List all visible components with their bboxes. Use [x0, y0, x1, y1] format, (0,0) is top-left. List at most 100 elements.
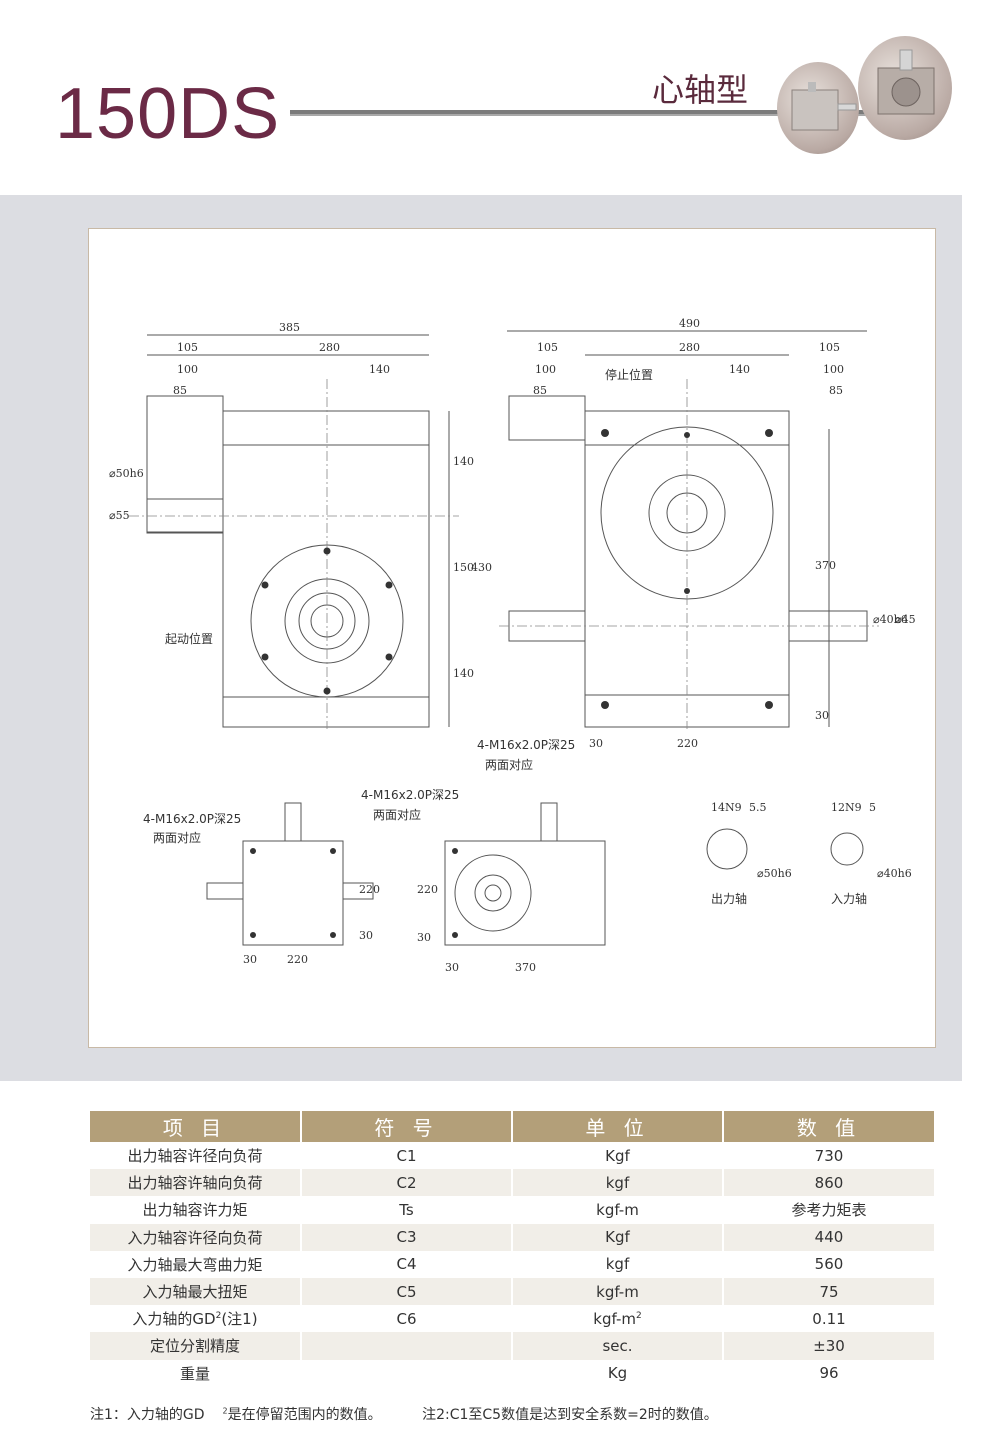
- cell-value: ±30: [723, 1332, 934, 1360]
- dim-100-c: 100: [823, 363, 844, 376]
- dim-key-5: 5: [869, 801, 876, 814]
- label-stop-position: 停止位置: [605, 367, 653, 382]
- dim-phi40h6: ⌀40h6: [873, 613, 908, 626]
- model-subtitle: 心轴型: [652, 71, 749, 109]
- header-symbol: 符 号: [301, 1111, 513, 1142]
- dim-85-a: 85: [173, 384, 187, 397]
- dim-key-14n9: 14N9: [711, 801, 742, 814]
- cell-item: 定位分割精度: [90, 1332, 302, 1360]
- dim-side-30: 30: [359, 929, 373, 942]
- dim-side-220-b: 220: [287, 953, 308, 966]
- cell-value: 96: [819, 1364, 839, 1383]
- cell-symbol: C5: [301, 1277, 513, 1306]
- dim-v140-b: 140: [453, 667, 474, 680]
- product-illustration: [791, 49, 935, 131]
- dim-phi55: ⌀55: [109, 509, 130, 522]
- dim-side-220: 220: [359, 883, 380, 896]
- footnote-1-suffix: 是在停留范围内的数值。: [227, 1407, 382, 1423]
- label-input-shaft: 入力轴: [831, 891, 867, 906]
- cell-value: 440: [723, 1223, 934, 1251]
- model-title: 150DS: [55, 74, 281, 154]
- table-row: 出力轴容许径向负荷 C1 Kgf 730: [90, 1142, 934, 1170]
- cell-item-sup: 2: [215, 1311, 222, 1322]
- cell-item: 出力轴容许力矩: [90, 1196, 302, 1224]
- table-row: 入力轴的GD2(注1) C6 kgf-m2 0.11: [90, 1305, 934, 1333]
- label-tap-hole-1-note: 两面对应: [485, 757, 533, 772]
- label-tap-hole-1: 4-M16x2.0P深25: [477, 738, 575, 752]
- footnote-1-prefix: 注1：入力轴的GD: [90, 1407, 205, 1423]
- title-rule-shadow: [290, 114, 890, 116]
- cell-item: 出力轴容许径向负荷: [90, 1142, 302, 1170]
- dim-105-c: 105: [819, 341, 840, 354]
- cell-unit: Kg: [512, 1359, 724, 1387]
- cell-unit: kgf: [512, 1250, 724, 1278]
- technical-drawing: 385 105 280 100 85 140 490 105 280 105 1…: [88, 228, 936, 1048]
- dim-face-220: 220: [417, 883, 438, 896]
- front-side-box: [146, 395, 224, 533]
- cell-unit-sup: 2: [635, 1310, 642, 1321]
- dim-385: 385: [279, 321, 300, 334]
- cell-item: 入力轴的GD2(注1): [90, 1305, 302, 1333]
- dim-face-30: 30: [417, 931, 431, 944]
- dim-face-30-b: 30: [445, 961, 459, 974]
- cell-unit: sec.: [512, 1332, 724, 1360]
- cell-unit: Kgf: [512, 1142, 724, 1170]
- dim-v140-a: 140: [453, 455, 474, 468]
- footnote-1-sup: 2: [222, 1406, 228, 1416]
- dim-key-5-5: 5.5: [749, 801, 767, 814]
- header-unit: 单 位: [512, 1111, 724, 1142]
- cell-value: 560: [814, 1255, 844, 1274]
- table-row: 入力轴最大扭矩 C5 kgf-m 75: [90, 1277, 934, 1306]
- dim-105-b: 105: [537, 341, 558, 354]
- dim-280-b: 280: [679, 341, 700, 354]
- dim-v430: 430: [471, 561, 492, 574]
- footnote-1: 注1：入力轴的GD 2是在停留范围内的数值。: [90, 1406, 400, 1423]
- dim-key-phi50: ⌀50h6: [757, 867, 792, 880]
- cell-value: 860: [723, 1169, 934, 1197]
- cell-item-text: 入力轴的GD: [132, 1310, 216, 1329]
- spec-table: 项 目 符 号 单 位 数 值 出力轴容许径向负荷 C1 Kgf 730 出力轴…: [90, 1111, 934, 1387]
- cell-symbol: C4: [301, 1250, 513, 1278]
- table-header-row: 项 目 符 号 单 位 数 值: [90, 1111, 934, 1142]
- dim-side-30-b: 30: [243, 953, 257, 966]
- dim-h220-a: 220: [677, 737, 698, 750]
- cell-value: 0.11: [812, 1309, 846, 1328]
- cell-unit-text: kgf-m: [593, 1309, 636, 1328]
- title-rule: [290, 110, 890, 114]
- dim-phi45: ⌀45: [895, 613, 916, 626]
- cell-value: 参考力矩表: [791, 1201, 867, 1220]
- dim-phi50h6: ⌀50h6: [109, 467, 144, 480]
- cell-symbol: C1: [301, 1142, 513, 1170]
- cell-symbol: C2: [301, 1169, 513, 1197]
- dim-face-370: 370: [515, 961, 536, 974]
- cell-item: 入力轴容许径向负荷: [90, 1223, 302, 1251]
- dim-100-b: 100: [535, 363, 556, 376]
- cell-symbol: [301, 1359, 513, 1387]
- dim-key-phi40: ⌀40h6: [877, 867, 912, 880]
- dim-100-a: 100: [177, 363, 198, 376]
- dim-85-b: 85: [533, 384, 547, 397]
- label-output-shaft: 出力轴: [711, 891, 747, 906]
- cell-unit: Kgf: [512, 1223, 724, 1251]
- label-tap-hole-2-note: 两面对应: [153, 830, 201, 845]
- cell-symbol: C6: [301, 1305, 513, 1333]
- label-start-position: 起动位置: [165, 631, 213, 646]
- table-row: 入力轴最大弯曲力矩 C4 kgf 560: [90, 1250, 934, 1278]
- cell-item-suffix: (注1): [221, 1310, 258, 1329]
- dim-v30-a: 30: [815, 709, 829, 722]
- dim-140-b: 140: [729, 363, 750, 376]
- label-tap-hole-3-note: 两面对应: [373, 807, 421, 822]
- cell-symbol: [301, 1332, 513, 1360]
- cell-unit: kgf-m: [512, 1277, 724, 1306]
- page-header: 150DS 心轴型: [0, 0, 1000, 195]
- header-item: 项 目: [90, 1111, 302, 1142]
- header-value: 数 值: [723, 1111, 934, 1142]
- label-tap-hole-3: 4-M16x2.0P深25: [361, 788, 459, 802]
- cell-item: 入力轴最大弯曲力矩: [90, 1250, 302, 1278]
- label-tap-hole-2: 4-M16x2.0P深25: [143, 812, 241, 826]
- table-row: 出力轴容许力矩 Ts kgf-m 参考力矩表: [90, 1196, 934, 1224]
- table-row: 入力轴容许径向负荷 C3 Kgf 440: [90, 1223, 934, 1251]
- cell-item: 入力轴最大扭矩: [90, 1277, 302, 1306]
- front-body: [222, 444, 430, 698]
- front-top-plate: [222, 410, 430, 446]
